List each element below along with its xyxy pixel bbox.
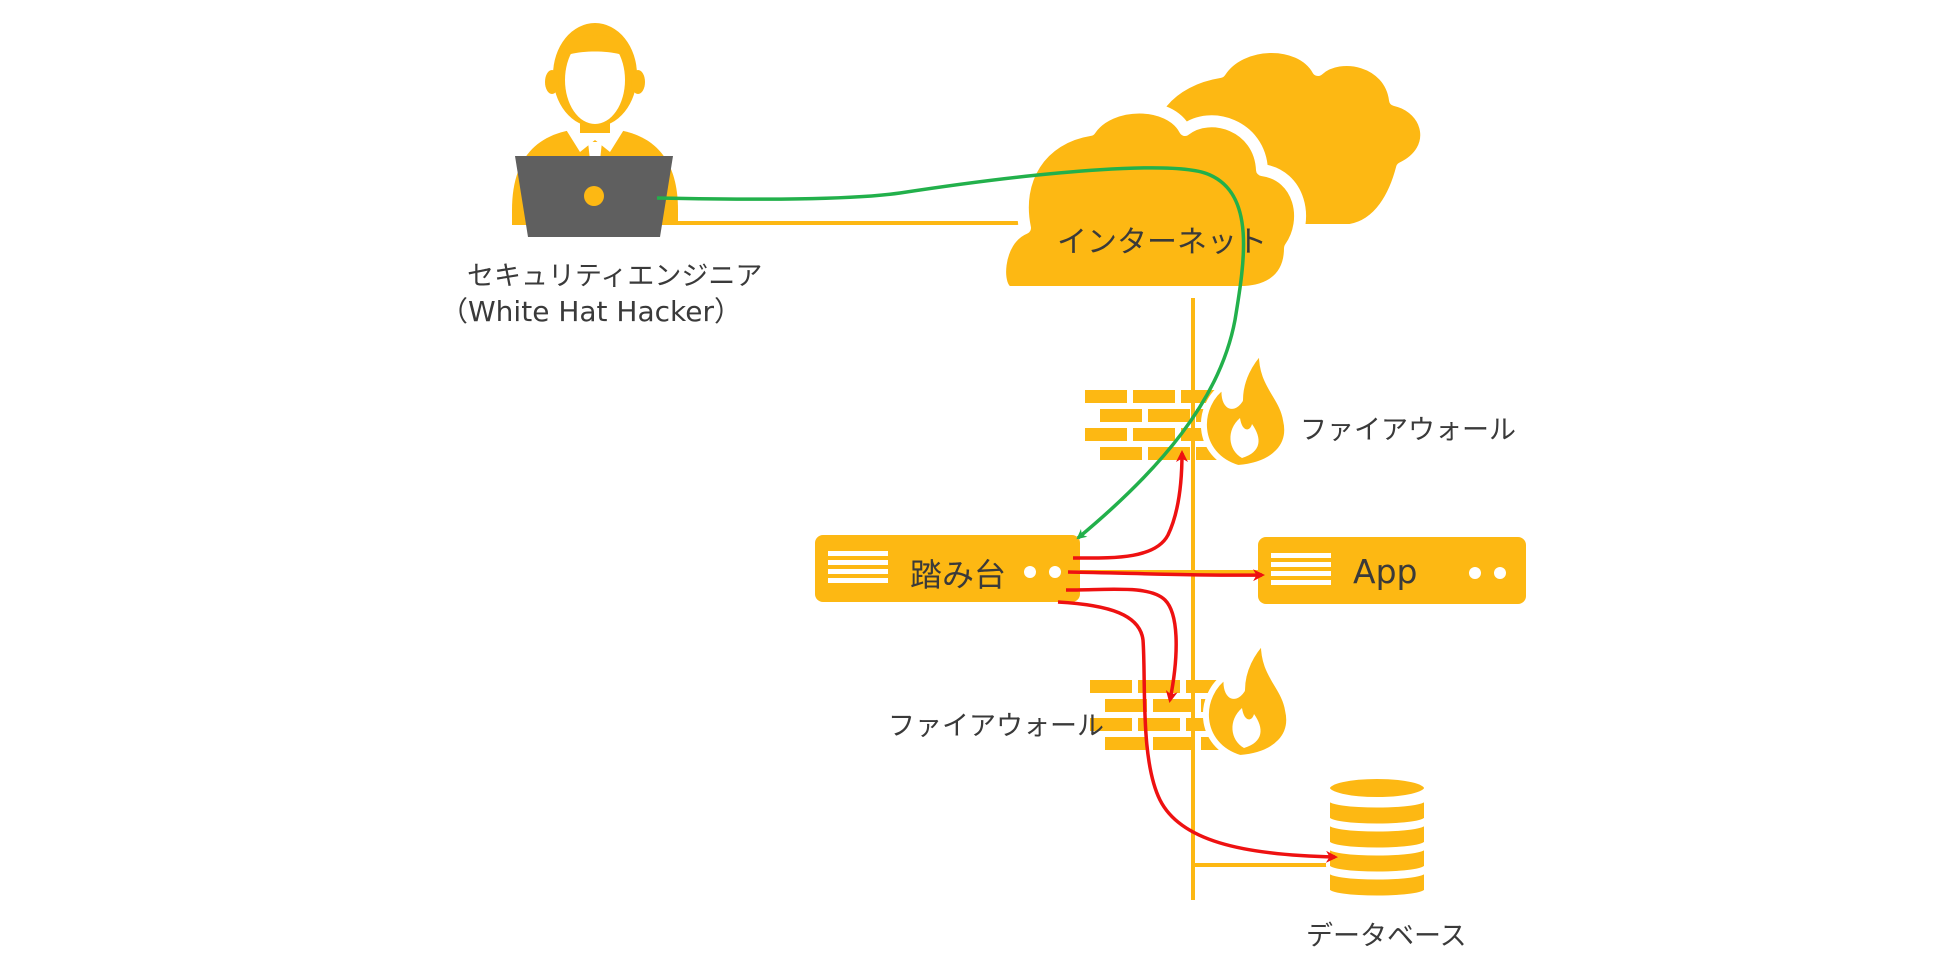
flame-icon	[1201, 347, 1291, 471]
firewall-top-label: ファイアウォール	[1300, 415, 1516, 446]
attack-arrow-app	[1067, 569, 1265, 582]
database-icon	[1326, 775, 1428, 900]
attack-arrow-firewall-bottom	[1065, 587, 1178, 703]
attack-arrows	[1057, 450, 1338, 863]
access-arrow	[656, 166, 1246, 540]
attack-arrow-database	[1057, 600, 1338, 863]
internet-label: インターネット	[1057, 225, 1267, 260]
server-icon	[815, 535, 1080, 602]
attack-arrow-firewall	[1072, 450, 1188, 560]
firewall-bottom-label: ファイアウォール	[888, 711, 1104, 742]
engineer-label-line2: （White Hat Hacker）	[440, 295, 742, 328]
cloud-icon	[994, 41, 1433, 298]
stepping-stone-label: 踏み台	[910, 556, 1007, 594]
laptop-icon	[515, 156, 673, 237]
database-label: データベース	[1306, 921, 1467, 952]
app-label: App	[1353, 552, 1418, 591]
engineer-label-line1: セキュリティエンジニア	[467, 261, 763, 292]
server-icon	[1258, 537, 1526, 604]
flame-icon	[1203, 637, 1293, 761]
